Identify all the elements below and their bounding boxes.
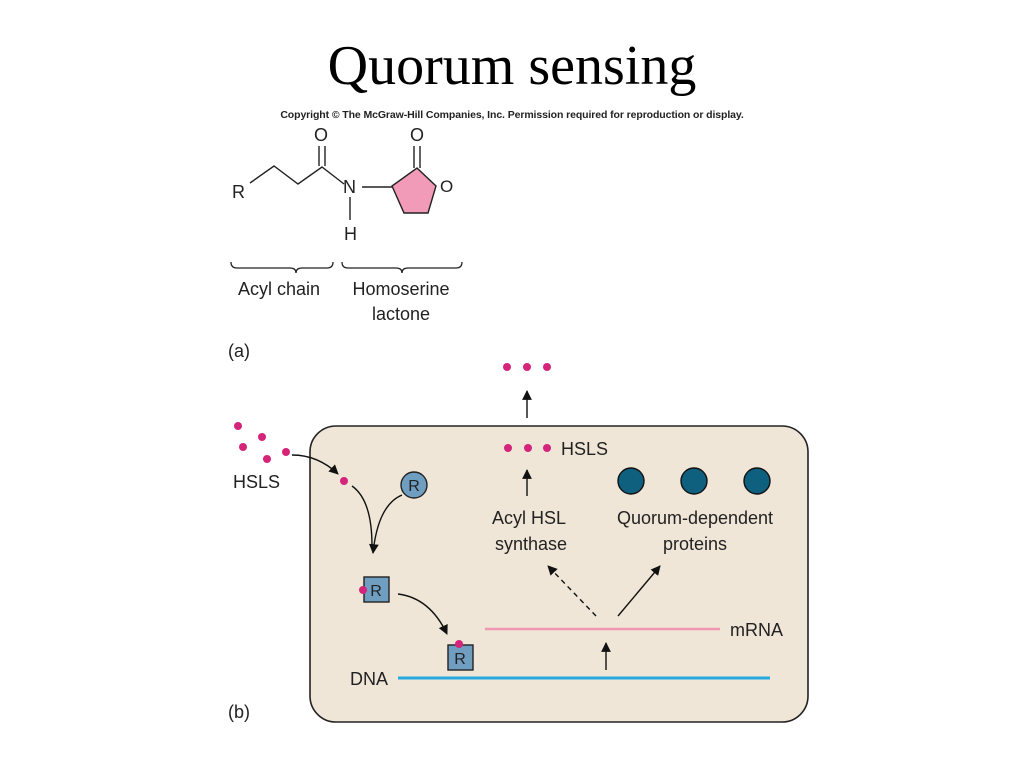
hsl-dot xyxy=(258,433,266,441)
label-dna: DNA xyxy=(350,669,388,689)
panel-a: R O N H O O Acyl chain Homoserine lacton… xyxy=(228,125,463,361)
hsl-dot xyxy=(504,444,512,452)
label-proteins: proteins xyxy=(663,534,727,554)
label-acyl-chain: Acyl chain xyxy=(238,279,320,299)
receptor-on-dna-label: R xyxy=(454,651,466,668)
hsl-dot xyxy=(523,363,531,371)
receptor-free-label: R xyxy=(408,478,420,495)
label-lactone: lactone xyxy=(372,304,430,324)
label-homoserine: Homoserine xyxy=(352,279,449,299)
binding-curve-hsl xyxy=(351,485,373,547)
brace-acyl-chain xyxy=(230,261,334,274)
label-acyl-hsl: Acyl HSL xyxy=(492,508,566,528)
hsl-import-arrow xyxy=(291,454,339,475)
hsl-dot xyxy=(239,443,247,451)
hsl-dot xyxy=(524,444,532,452)
synthase-translation-arrow xyxy=(547,565,597,617)
panel-a-label: (a) xyxy=(228,341,250,361)
hsl-dot xyxy=(234,422,242,430)
panel-b: HSLS R R R DNA mRNA Acyl HSL synthase xyxy=(228,363,809,723)
bacterial-cell xyxy=(309,425,809,723)
hsl-dot xyxy=(543,363,551,371)
receptor-complex xyxy=(363,576,390,603)
hsl-dot xyxy=(455,640,463,648)
atom-o-carbonyl-chain: O xyxy=(314,125,328,145)
label-quorum-dependent: Quorum-dependent xyxy=(617,508,773,528)
hsl-dot xyxy=(340,477,348,485)
receptor-on-dna xyxy=(447,644,474,671)
quorum-protein xyxy=(617,467,645,495)
homoserine-lactone-ring xyxy=(391,167,437,214)
receptor-free xyxy=(400,471,428,499)
acyl-chain-bonds xyxy=(249,165,345,185)
hsl-dot xyxy=(503,363,511,371)
label-hsls-outside: HSLS xyxy=(233,472,280,492)
binding-curve-receptor xyxy=(369,494,403,554)
label-hsls-inside: HSLS xyxy=(561,439,608,459)
brace-homoserine-lactone xyxy=(341,261,463,274)
proteins-translation-arrow xyxy=(617,565,661,617)
hsl-dot xyxy=(282,448,290,456)
atom-o-ring: O xyxy=(440,177,453,196)
panel-b-label: (b) xyxy=(228,702,250,722)
copyright-notice: Copyright © The McGraw-Hill Companies, I… xyxy=(280,109,744,121)
hsl-dot xyxy=(263,455,271,463)
atom-n: N xyxy=(343,177,356,197)
hsl-dot xyxy=(543,444,551,452)
receptor-complex-label: R xyxy=(370,583,382,600)
atom-o-carbonyl-ring: O xyxy=(410,125,424,145)
complex-to-dna-arrow xyxy=(397,593,448,635)
label-synthase: synthase xyxy=(495,534,567,554)
atom-r: R xyxy=(232,182,245,202)
quorum-protein xyxy=(680,467,708,495)
page-title: Quorum sensing xyxy=(327,35,697,97)
hsl-dot xyxy=(359,586,367,594)
atom-h: H xyxy=(344,224,357,244)
label-mrna: mRNA xyxy=(730,620,783,640)
quorum-protein xyxy=(743,467,771,495)
